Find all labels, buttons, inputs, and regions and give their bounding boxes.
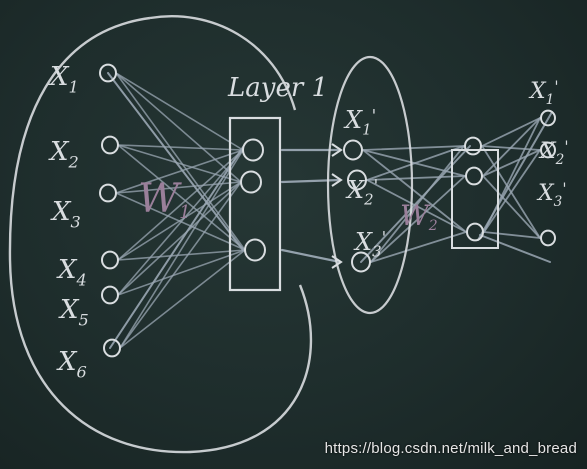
input-node xyxy=(99,183,117,203)
input-to-layer1-connection xyxy=(117,149,244,261)
input-to-layer1-connection xyxy=(119,149,244,349)
watermark: https://blog.csdn.net/milk_and_bread xyxy=(324,440,577,457)
layer1-node xyxy=(242,138,264,162)
arrow-head xyxy=(331,173,343,187)
input-to-layer1-connection xyxy=(117,249,246,296)
input-label: X4 xyxy=(56,255,87,289)
hidden-label: X3' xyxy=(353,228,386,261)
output-node xyxy=(540,141,556,159)
input-label: X6 xyxy=(56,347,87,381)
output-label: X1' xyxy=(528,78,559,108)
output-node xyxy=(540,229,556,247)
input-to-layer1-connection xyxy=(107,72,244,251)
middle-to-output-connection xyxy=(481,117,541,147)
hidden-label: X1' xyxy=(343,106,376,139)
input-to-layer1-connection xyxy=(117,149,244,296)
middle-to-output-connection xyxy=(482,117,541,177)
input-to-layer1-connection xyxy=(117,249,246,261)
input-group-ellipse xyxy=(149,15,297,111)
output-node xyxy=(540,109,556,127)
middle-node xyxy=(464,136,482,156)
hidden-to-middle-connection xyxy=(370,145,465,263)
layer1-forward-arrow xyxy=(280,248,342,264)
layer1-node xyxy=(244,238,266,262)
arrow-head xyxy=(331,143,343,157)
hidden-to-middle-connection xyxy=(362,145,465,151)
hidden-to-middle-connection xyxy=(362,149,467,233)
input-node xyxy=(103,338,121,358)
input-to-layer1-connection xyxy=(117,144,246,251)
hidden-to-middle-connection xyxy=(366,175,466,181)
input-node xyxy=(101,250,119,270)
input-to-layer1-connection xyxy=(115,149,244,194)
input-to-layer1-connection xyxy=(117,181,242,296)
input-to-layer1-connection xyxy=(119,181,242,349)
input-group-ellipse xyxy=(8,16,313,454)
input-to-layer1-connection xyxy=(115,72,246,251)
hidden-to-middle-connection xyxy=(370,231,467,263)
input-label: X1 xyxy=(48,62,79,96)
middle-to-output-connection xyxy=(483,149,541,233)
input-to-layer1-connection xyxy=(115,181,242,194)
input-to-layer1-connection xyxy=(115,72,244,151)
input-to-layer1-connection xyxy=(119,249,246,349)
input-to-layer1-connection xyxy=(115,72,242,183)
hidden-node xyxy=(347,169,367,191)
output-label: X2' xyxy=(538,138,569,168)
input-label: X5 xyxy=(58,295,89,329)
hidden-group-ellipse xyxy=(326,55,414,315)
middle-to-output-connection xyxy=(479,234,551,263)
input-label: X3 xyxy=(50,197,81,231)
middle-to-output-connection xyxy=(482,175,541,239)
output-label: X3' xyxy=(536,180,567,210)
hidden-to-middle-connection xyxy=(370,175,466,263)
middle-to-output-connection xyxy=(482,149,541,177)
middle-to-output-connection xyxy=(483,231,541,239)
hidden-label: X2' xyxy=(345,176,378,209)
layer1-forward-arrow xyxy=(280,178,342,184)
input-to-layer1-connection xyxy=(117,144,244,151)
hidden-to-middle-connection xyxy=(366,145,465,181)
layer-label: Layer 1 xyxy=(227,73,328,103)
input-to-layer1-connection xyxy=(109,146,244,349)
middle-node xyxy=(465,166,483,186)
middle-to-output-connection xyxy=(477,111,553,241)
input-node xyxy=(101,285,119,305)
layer1-box xyxy=(228,116,282,292)
layer2-box xyxy=(451,149,499,249)
hidden-node xyxy=(343,139,363,161)
layer1-node xyxy=(240,170,262,194)
input-label: X2 xyxy=(48,137,79,171)
input-node xyxy=(101,135,119,155)
input-to-layer1-connection xyxy=(117,181,242,261)
connection-lines xyxy=(107,72,553,349)
input-node xyxy=(99,63,117,83)
hidden-node xyxy=(351,251,371,273)
diagram-shapes xyxy=(8,15,556,454)
middle-node xyxy=(466,222,484,242)
